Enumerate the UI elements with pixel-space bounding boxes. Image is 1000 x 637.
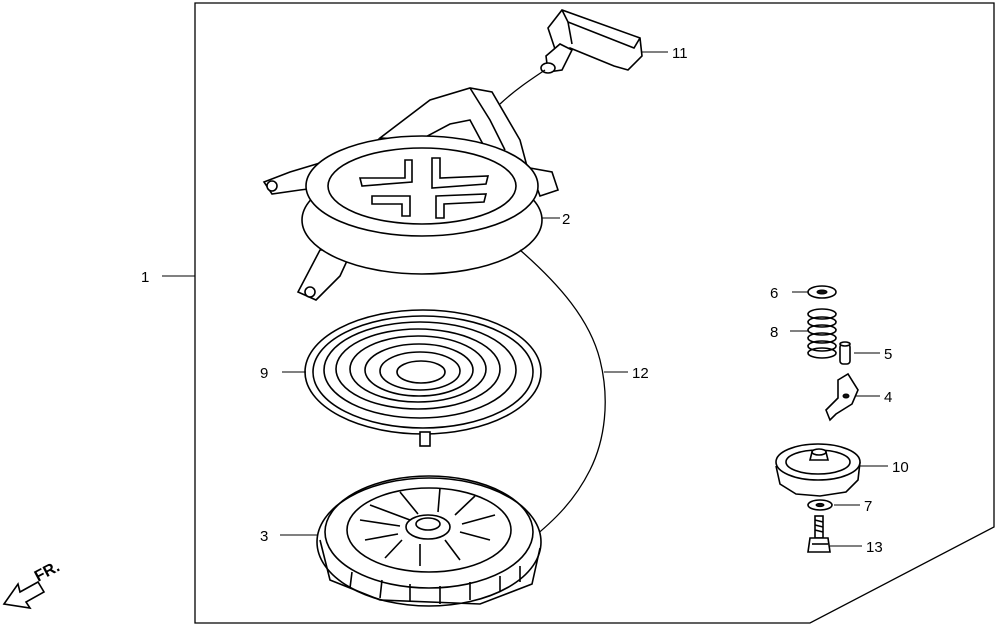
pin-part-5 xyxy=(839,341,851,365)
callout-7: 7 xyxy=(864,498,872,515)
callout-2: 2 xyxy=(562,211,570,228)
bolt-part-13 xyxy=(807,515,831,553)
ratchet-pawl-part-4 xyxy=(825,372,859,422)
callout-9: 9 xyxy=(260,365,268,382)
callout-labels: 1 2 3 4 5 6 7 8 9 10 11 12 13 xyxy=(141,45,909,556)
coil-spring-part-8 xyxy=(807,308,837,359)
starter-rope xyxy=(499,69,606,541)
ratchet-pulley-part-10 xyxy=(775,443,861,497)
front-direction-indicator: FR. xyxy=(2,558,63,610)
callout-12: 12 xyxy=(632,365,649,382)
callout-4: 4 xyxy=(884,389,892,406)
recoil-spring xyxy=(304,309,542,447)
washer-part-6 xyxy=(807,285,837,299)
callout-11: 11 xyxy=(672,45,688,62)
callout-13: 13 xyxy=(866,539,883,556)
front-direction-label: FR. xyxy=(32,558,63,585)
callout-8: 8 xyxy=(770,324,778,341)
callout-6: 6 xyxy=(770,285,778,302)
callout-10: 10 xyxy=(892,459,909,476)
front-arrow-icon xyxy=(2,580,46,610)
callout-5: 5 xyxy=(884,346,892,363)
starter-reel xyxy=(316,475,542,607)
assembly-frame xyxy=(194,2,995,624)
starter-case xyxy=(262,87,560,301)
callout-3: 3 xyxy=(260,528,268,545)
callout-1: 1 xyxy=(141,269,149,286)
washer-part-7 xyxy=(807,499,833,511)
starter-grip-handle xyxy=(540,9,643,74)
